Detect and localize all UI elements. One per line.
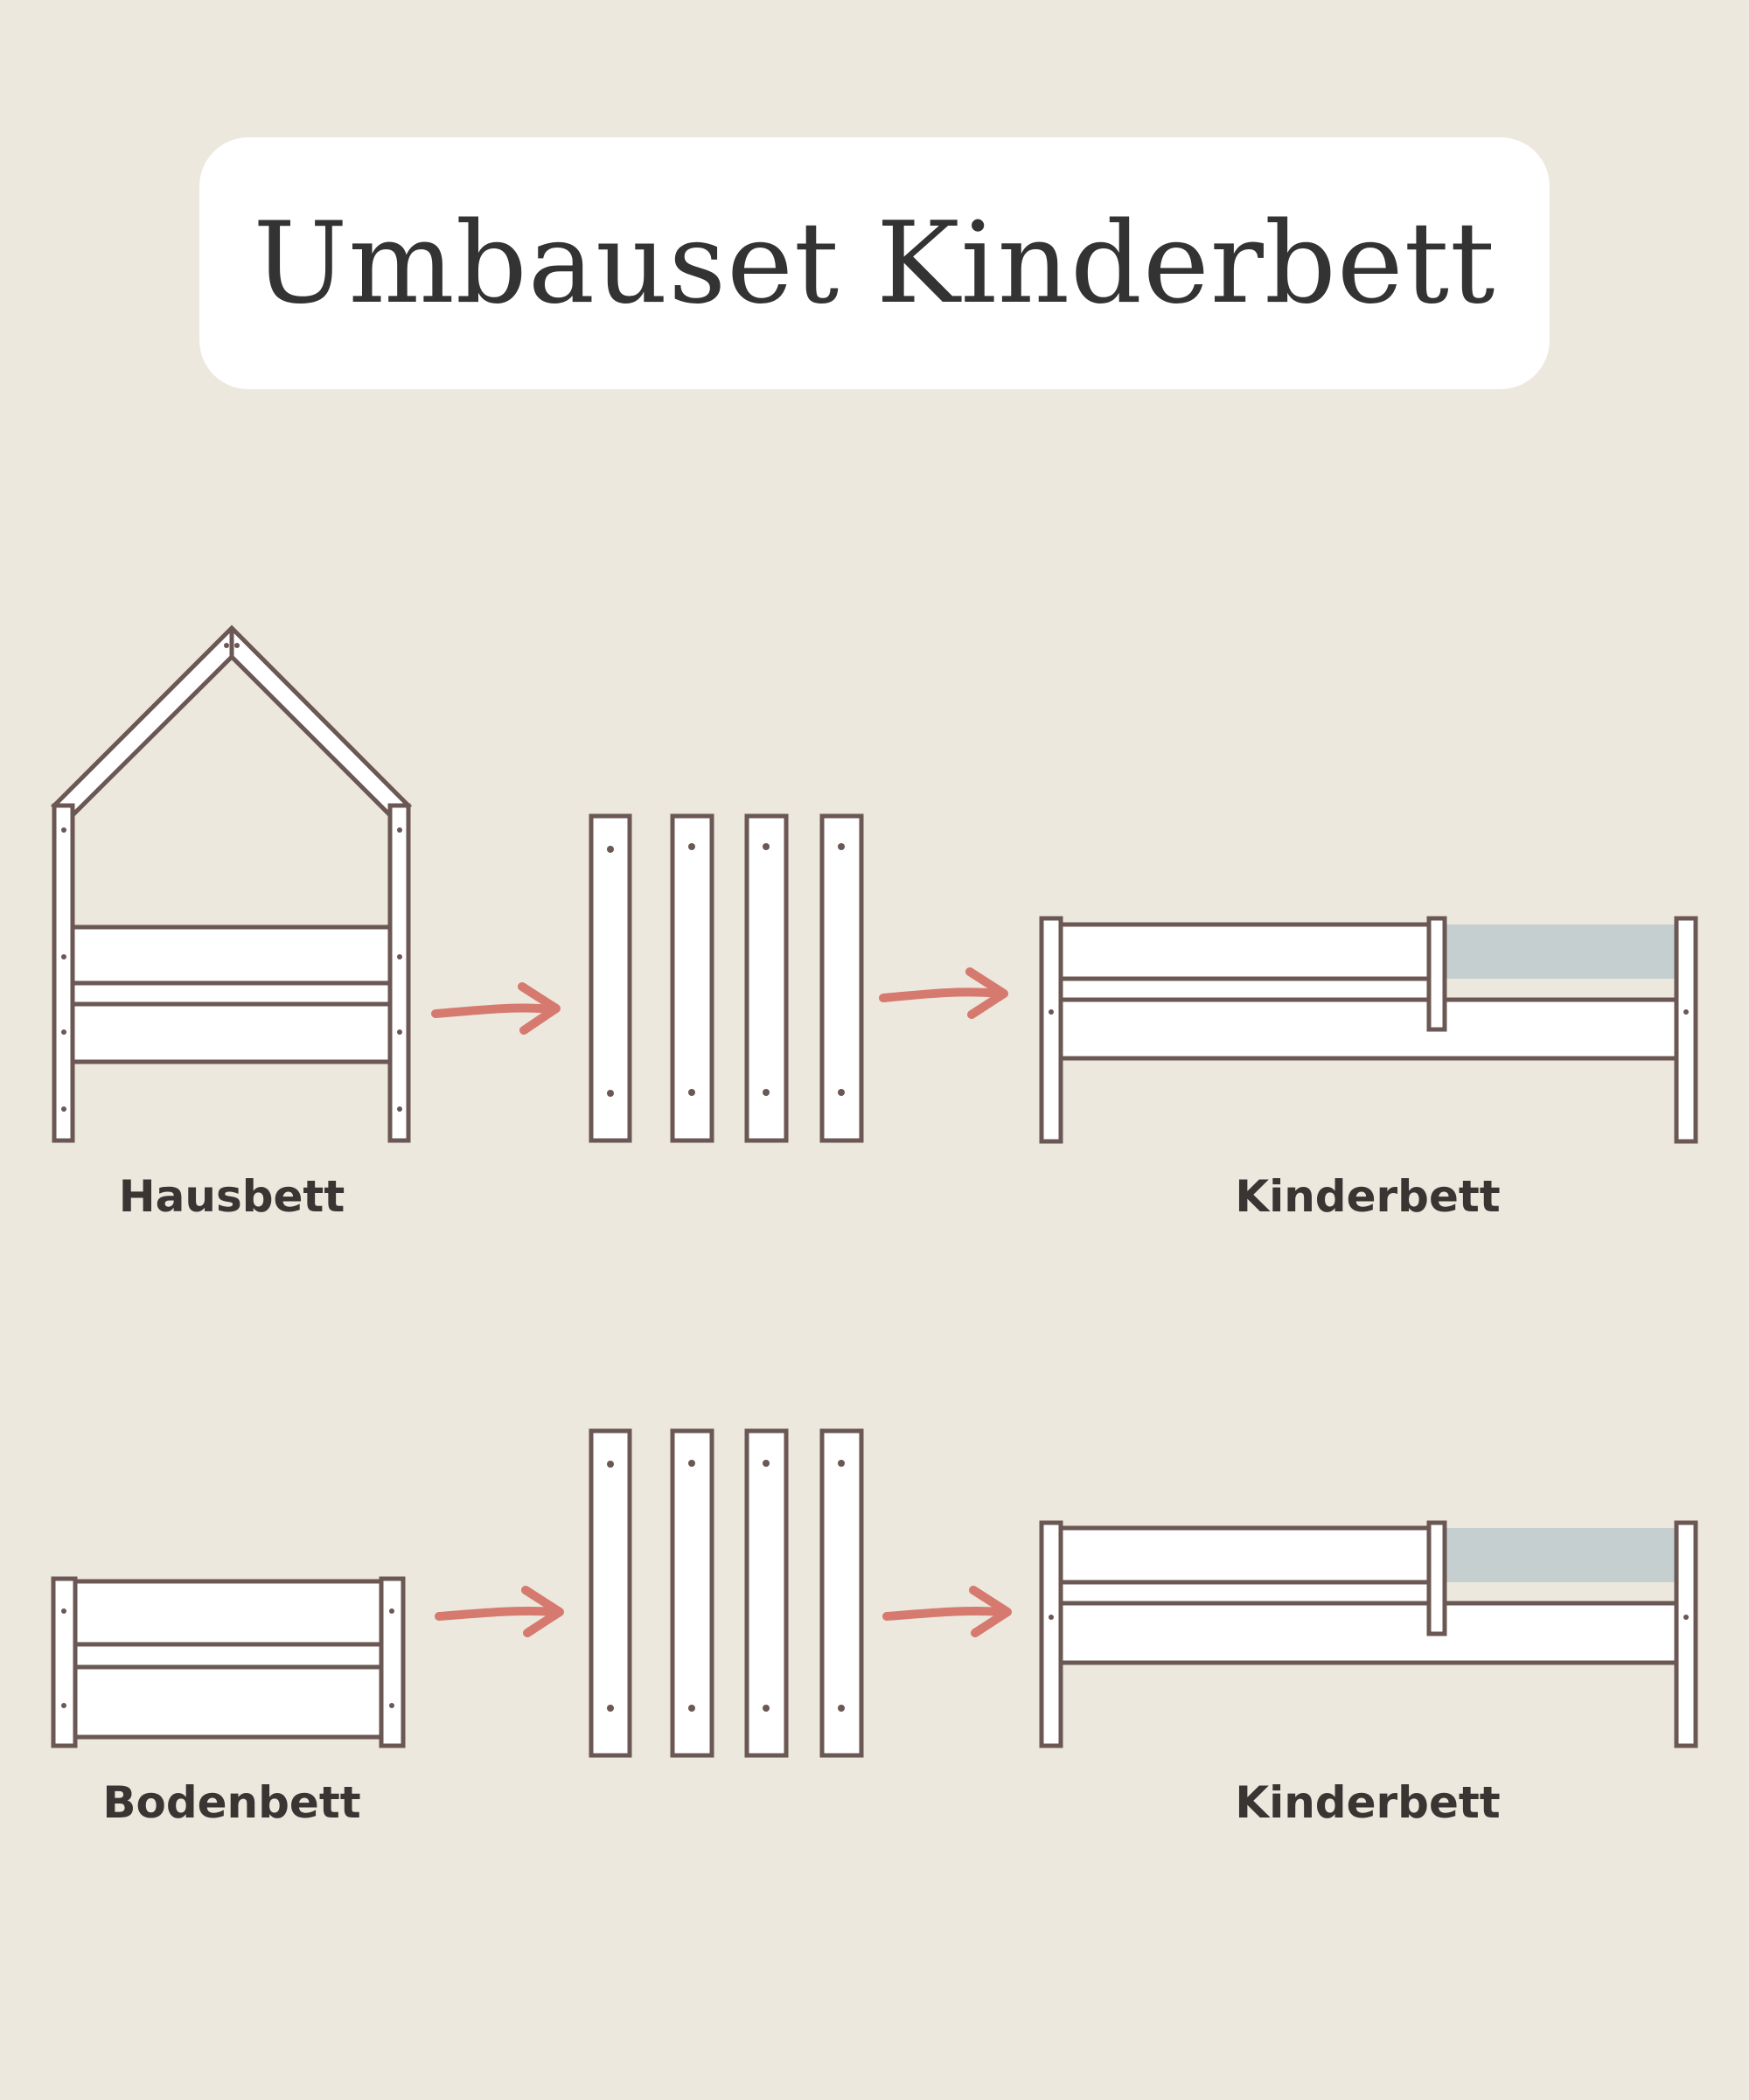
- title-card: Umbauset Kinderbett: [199, 137, 1550, 389]
- arrow-right-icon: [882, 1586, 1012, 1637]
- arrow-right-icon: [879, 967, 1008, 1019]
- kids-bed-with-rail-icon: [1039, 1520, 1698, 1748]
- label-kinderbett-2: Kinderbett: [1235, 1777, 1501, 1828]
- arrow-right-icon: [431, 982, 561, 1035]
- page-title: Umbauset Kinderbett: [253, 198, 1496, 329]
- floor-bed-icon: [51, 1576, 406, 1748]
- arrow-right-icon: [435, 1586, 564, 1637]
- plank-parts-icon: [589, 813, 864, 1143]
- label-bodenbett: Bodenbett: [102, 1777, 361, 1828]
- plank-parts-icon: [589, 1428, 864, 1758]
- label-kinderbett-1: Kinderbett: [1235, 1171, 1501, 1222]
- kids-bed-with-rail-icon: [1039, 916, 1698, 1144]
- house-bed-icon: [50, 624, 413, 1143]
- label-hausbett: Hausbett: [118, 1171, 345, 1222]
